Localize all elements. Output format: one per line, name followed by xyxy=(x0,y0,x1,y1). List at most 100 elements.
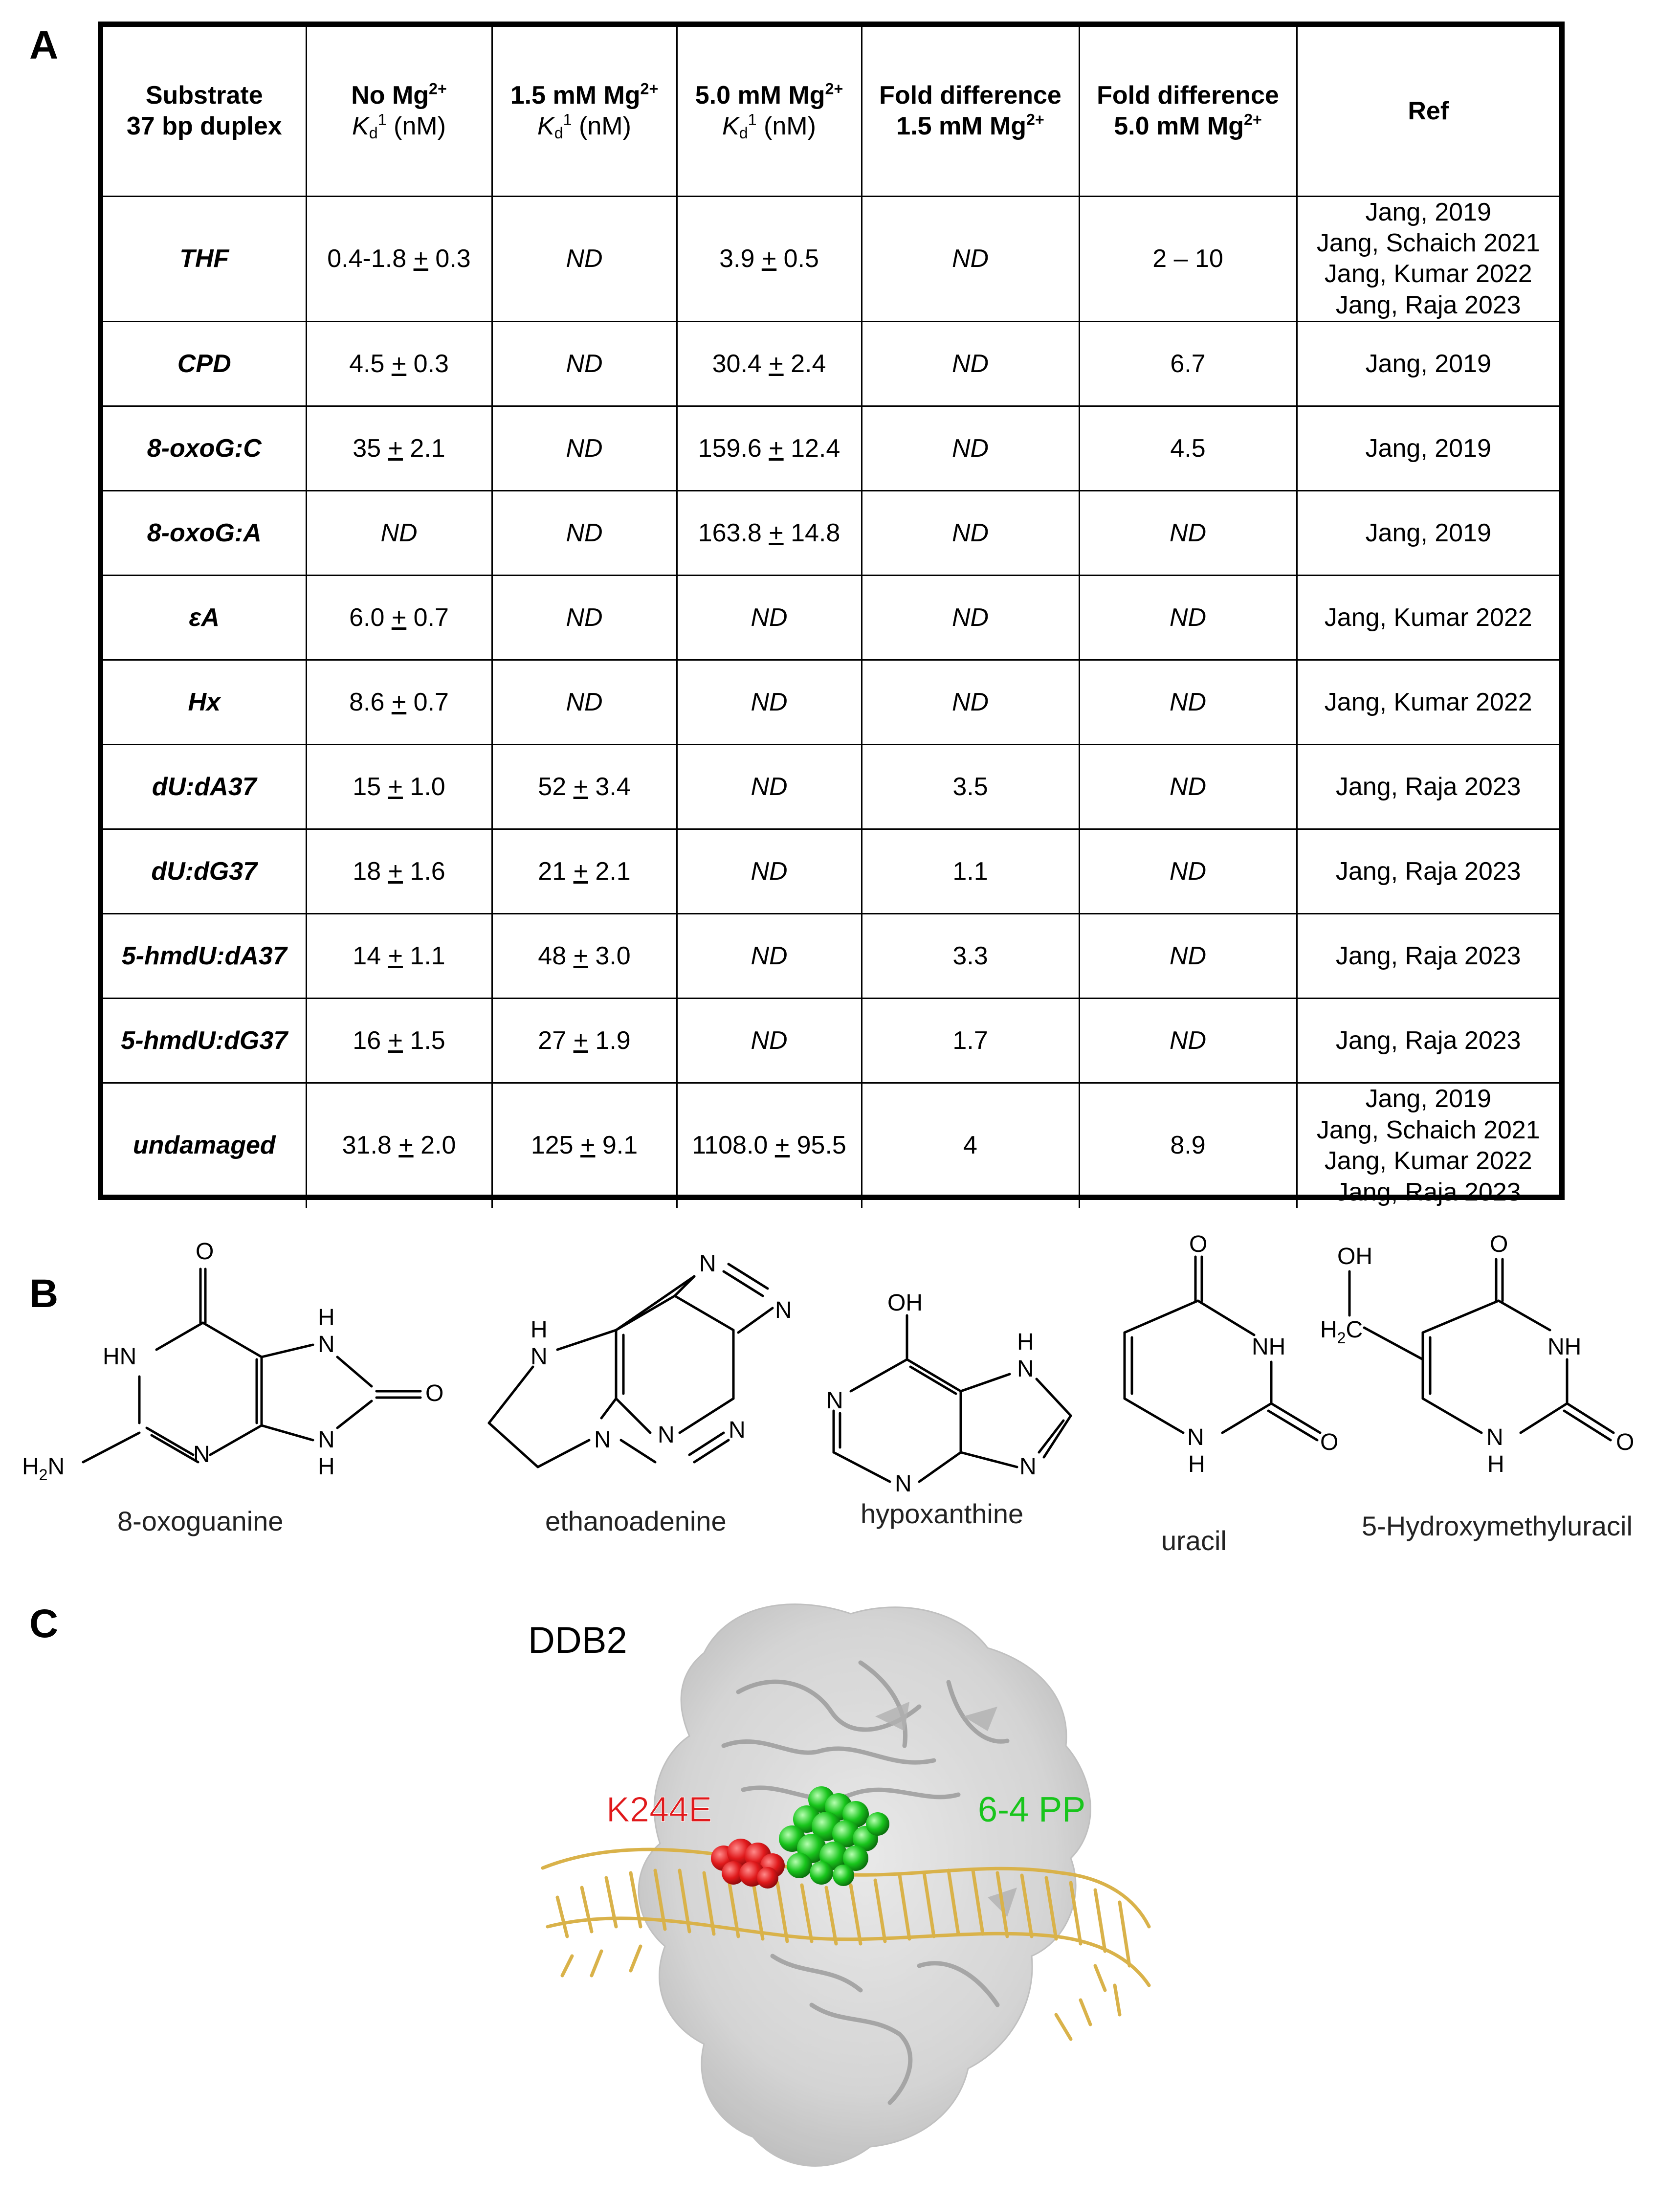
substrate-cell: dU:dG37 xyxy=(103,828,307,915)
molecule-name-hmu: 5-Hydroxymethyluracil xyxy=(1362,1511,1633,1541)
atom-label: N xyxy=(895,1471,912,1497)
uracil-structure xyxy=(1123,1255,1322,1442)
value-cell-fold15: 3.5 xyxy=(861,744,1080,830)
value-cell-nomg: 4.5 + 0.3 xyxy=(305,321,493,407)
lesion-label: 6-4 PP xyxy=(978,1790,1085,1829)
value-cell-mg50: 30.4 + 2.4 xyxy=(676,321,862,407)
atom-label: OH xyxy=(1337,1244,1372,1269)
molecule-name-uracil: uracil xyxy=(1161,1525,1227,1556)
value-cell-nomg: 18 + 1.6 xyxy=(305,828,493,915)
value-cell-mg15: ND xyxy=(491,321,678,407)
value-cell-mg15: ND xyxy=(491,195,678,323)
ref-cell: Jang, Raja 2023 xyxy=(1296,998,1559,1084)
value-cell-fold50: 2 – 10 xyxy=(1078,195,1298,323)
substrate-cell: THF xyxy=(103,195,307,323)
value-cell-fold15: 1.7 xyxy=(861,998,1080,1084)
atom-label: O xyxy=(1189,1231,1207,1257)
value-cell-fold15: ND xyxy=(861,490,1080,577)
atom-label: N xyxy=(699,1251,716,1277)
substrate-cell: 5-hmdU:dA37 xyxy=(103,913,307,1000)
value-cell-fold50: ND xyxy=(1078,828,1298,915)
value-cell-mg50: 3.9 + 0.5 xyxy=(676,195,862,323)
value-cell-mg15: ND xyxy=(491,490,678,577)
protein-cartoon xyxy=(721,1660,1010,2105)
value-cell-fold50: ND xyxy=(1078,490,1298,577)
value-cell-nomg: ND xyxy=(305,490,493,577)
value-cell-fold15: ND xyxy=(861,659,1080,746)
ref-cell: Jang, Raja 2023 xyxy=(1296,913,1559,1000)
value-cell-fold50: ND xyxy=(1078,659,1298,746)
atom-label: O xyxy=(1616,1429,1634,1455)
hypoxanthine-structure xyxy=(832,1314,1072,1483)
atom-label: H xyxy=(318,1305,335,1331)
value-cell-nomg: 35 + 2.1 xyxy=(305,405,493,492)
value-cell-mg50: ND xyxy=(676,744,862,830)
ethanoadenine-structure xyxy=(487,1263,774,1468)
value-cell-mg50: ND xyxy=(676,998,862,1084)
value-cell-mg15: 48 + 3.0 xyxy=(491,913,678,1000)
lesion-spheres xyxy=(779,1786,889,1886)
substrate-cell: εA xyxy=(103,575,307,661)
value-cell-nomg: 16 + 1.5 xyxy=(305,998,493,1084)
value-cell-nomg: 15 + 1.0 xyxy=(305,744,493,830)
chemical-structures: O HN H N O N N H H2N 8-oxoguanine N N H … xyxy=(0,1218,1680,1579)
value-cell-mg15: 21 + 2.1 xyxy=(491,828,678,915)
molecule-name-hypoxanthine: hypoxanthine xyxy=(861,1498,1023,1529)
value-cell-nomg: 6.0 + 0.7 xyxy=(305,575,493,661)
molecule-name-oxoguanine: 8-oxoguanine xyxy=(117,1506,283,1536)
molecule-name-ethanoadenine: ethanoadenine xyxy=(545,1506,727,1536)
mutation-spheres xyxy=(711,1839,785,1889)
ref-cell: Jang, Kumar 2022 xyxy=(1296,659,1559,746)
atom-label: N xyxy=(1187,1424,1204,1450)
atom-label: H xyxy=(318,1454,335,1480)
value-cell-mg50: ND xyxy=(676,913,862,1000)
column-header: 1.5 mM Mg2+Kd1 (nM) xyxy=(491,27,678,197)
atom-label: H2C xyxy=(1320,1317,1363,1347)
atom-label: NH xyxy=(1547,1334,1581,1360)
ref-cell: Jang, 2019 xyxy=(1296,405,1559,492)
ddb2-structure: DDB2 K244E 6-4 PP xyxy=(518,1584,1203,2201)
value-cell-fold15: ND xyxy=(861,195,1080,323)
substrate-cell: 8-oxoG:C xyxy=(103,405,307,492)
atom-label: H xyxy=(1017,1329,1034,1355)
oxoguanine-structure xyxy=(82,1267,422,1464)
value-cell-fold15: ND xyxy=(861,405,1080,492)
atom-label: NH xyxy=(1252,1334,1285,1360)
value-cell-fold50: ND xyxy=(1078,744,1298,830)
value-cell-mg15: 52 + 3.4 xyxy=(491,744,678,830)
atom-label: H2N xyxy=(22,1454,65,1484)
ref-cell: Jang, Kumar 2022 xyxy=(1296,575,1559,661)
hmu-structure xyxy=(1348,1258,1615,1442)
value-cell-mg50: ND xyxy=(676,575,862,661)
value-cell-fold50: ND xyxy=(1078,998,1298,1084)
atom-label: N xyxy=(318,1332,335,1357)
atom-label: H xyxy=(1188,1451,1205,1477)
atom-label: O xyxy=(196,1239,214,1265)
value-cell-nomg: 14 + 1.1 xyxy=(305,913,493,1000)
value-cell-nomg: 31.8 + 2.0 xyxy=(305,1082,493,1208)
atom-label: N xyxy=(193,1442,210,1467)
value-cell-fold50: 4.5 xyxy=(1078,405,1298,492)
value-cell-mg50: ND xyxy=(676,828,862,915)
value-cell-mg50: 1108.0 + 95.5 xyxy=(676,1082,862,1208)
substrate-cell: Hx xyxy=(103,659,307,746)
column-header: Ref xyxy=(1296,27,1559,197)
panel-label-b: B xyxy=(29,1271,59,1316)
value-cell-mg15: ND xyxy=(491,659,678,746)
value-cell-mg50: ND xyxy=(676,659,862,746)
value-cell-nomg: 8.6 + 0.7 xyxy=(305,659,493,746)
value-cell-fold50: ND xyxy=(1078,575,1298,661)
atom-label: O xyxy=(1490,1231,1508,1257)
